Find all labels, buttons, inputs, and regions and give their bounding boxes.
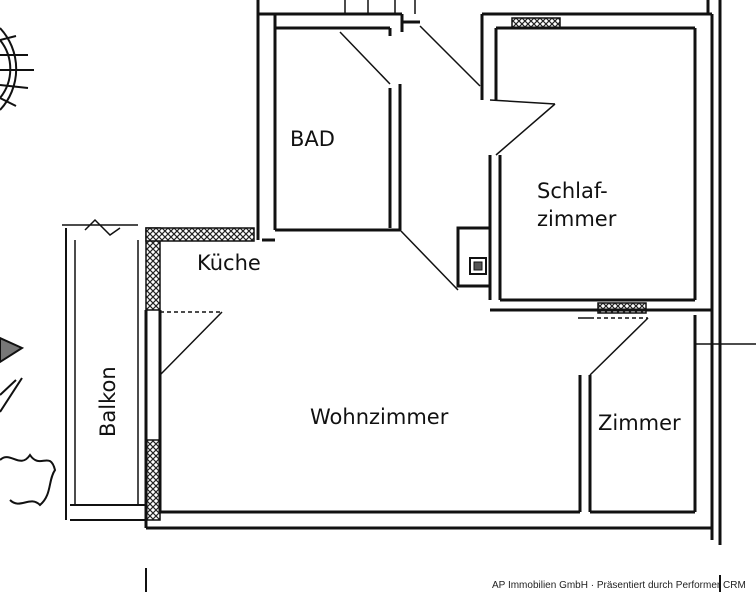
footer-credit: AP Immobilien GmbH · Präsentiert durch P… [492,580,746,591]
room-label-balkon: Balkon [96,366,120,437]
balcony-outline [62,218,146,521]
room-label-schlafzimmer-line1: Schlaf- [537,179,608,203]
staircase [0,27,34,111]
door-swings [159,25,649,376]
walls [137,0,756,545]
bottom-marks [145,568,721,592]
room-label-wohnzimmer: Wohnzimmer [310,405,449,429]
room-label-bad: BAD [290,127,335,151]
room-label-kueche: Küche [197,251,261,275]
exterior-markings [0,336,57,507]
room-label-schlafzimmer-line2: zimmer [537,207,617,231]
room-label-zimmer: Zimmer [598,411,681,435]
